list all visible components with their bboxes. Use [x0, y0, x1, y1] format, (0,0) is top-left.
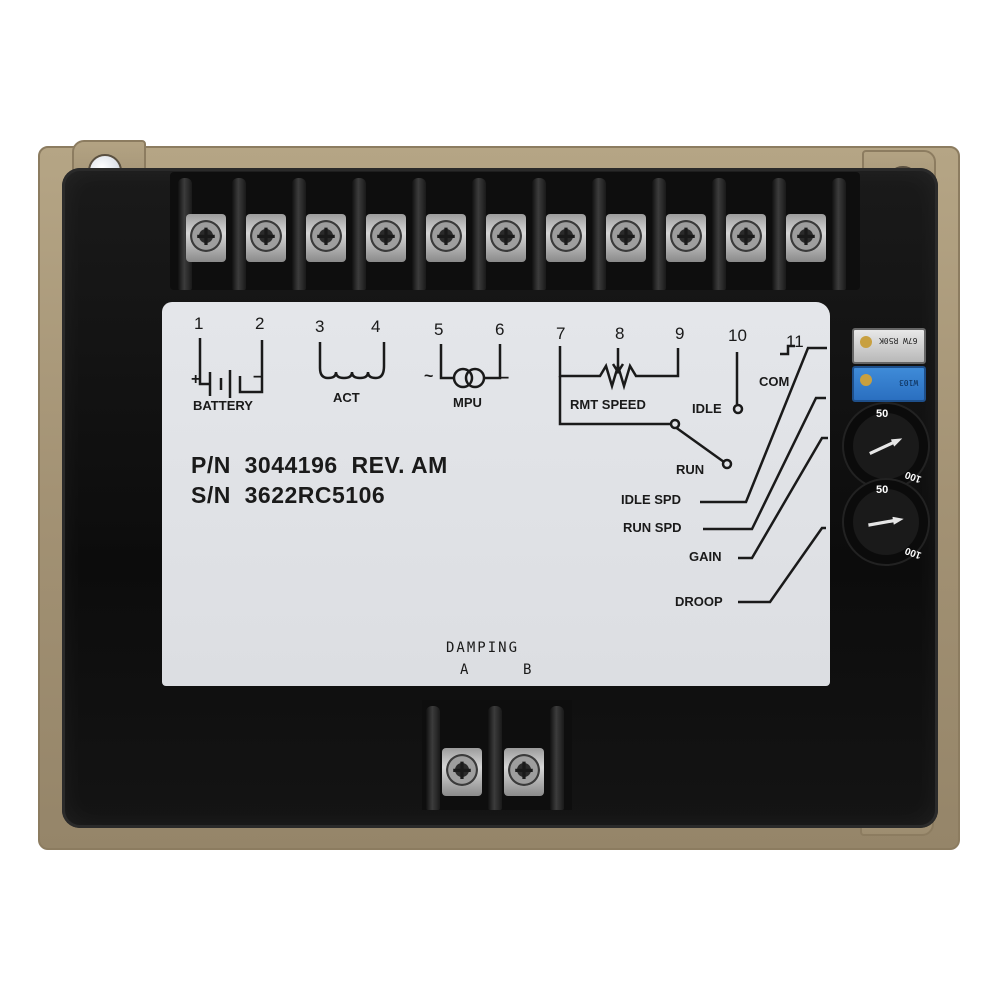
terminal-divider [652, 178, 666, 290]
run-spd-leader-line [703, 396, 826, 531]
terminal-screw-5[interactable] [426, 214, 466, 262]
terminal-number-10: 10 [728, 326, 747, 345]
idle-spd-leader-line [700, 346, 827, 504]
damping-screw-a[interactable] [442, 748, 482, 796]
terminal-number-5: 5 [434, 320, 444, 339]
com-label: COM [759, 374, 790, 389]
terminal-number-1: 1 [194, 314, 204, 333]
terminal-number-6: 6 [495, 320, 505, 339]
pot-marking: W103 [898, 378, 918, 387]
terminal-divider [232, 178, 246, 290]
act-label: ACT [333, 390, 360, 405]
terminal-divider [550, 706, 564, 810]
droop-leader-line [738, 526, 826, 604]
mpu-minus-sign: − [500, 370, 510, 387]
terminal-screw-10[interactable] [726, 214, 766, 262]
damping-label: DAMPING [446, 640, 520, 656]
serial-number: 3622RC5106 [244, 482, 386, 508]
mpu-coil-icon [452, 367, 474, 389]
run-spd-label: RUN SPD [623, 520, 682, 535]
dial-label-50: 50 [876, 408, 889, 420]
terminal-screw-9[interactable] [666, 214, 706, 262]
droop-dial[interactable]: 50 100 [842, 478, 930, 566]
dial-pointer-icon [868, 435, 904, 457]
terminal-number-3: 3 [315, 317, 325, 336]
terminal-screw-11[interactable] [786, 214, 826, 262]
run-speed-trim-pot[interactable]: W103 [852, 366, 926, 402]
idle-label: IDLE [692, 401, 722, 416]
part-number: 3044196 [244, 452, 338, 478]
mpu-label: MPU [453, 395, 482, 410]
terminal-divider [292, 178, 306, 290]
damping-b-label: B [523, 662, 534, 678]
terminal-number-2: 2 [255, 314, 265, 333]
mpu-lines-icon [439, 344, 502, 380]
serial-number-line: S/N 3622RC5106 [191, 482, 385, 509]
gain-leader-line [738, 436, 828, 560]
terminal-screw-4[interactable] [366, 214, 406, 262]
terminal-divider [712, 178, 726, 290]
idle-spd-label: IDLE SPD [621, 492, 681, 507]
terminal-strip [170, 172, 860, 290]
terminal-divider [532, 178, 546, 290]
terminal-screw-8[interactable] [606, 214, 646, 262]
terminal-screw-3[interactable] [306, 214, 346, 262]
terminal-screw-7[interactable] [546, 214, 586, 262]
terminal-divider [352, 178, 366, 290]
terminal-divider [472, 178, 486, 290]
terminal-number-9: 9 [675, 324, 685, 343]
terminal-number-8: 8 [615, 324, 625, 343]
terminal-divider [412, 178, 426, 290]
part-number-line: P/N 3044196 REV. AM [191, 452, 448, 479]
terminal-divider [488, 706, 502, 810]
battery-label: BATTERY [193, 398, 253, 413]
terminal-number-7: 7 [556, 324, 566, 343]
battery-plus-sign: + [191, 371, 201, 388]
battery-minus-sign: − [253, 369, 263, 386]
com-line-icon [780, 344, 795, 356]
gain-label: GAIN [689, 549, 722, 564]
part-number-prefix: P/N [191, 452, 231, 478]
run-switch-line-icon [558, 376, 725, 464]
battery-symbol-icon [198, 338, 264, 398]
trim-screw-icon [860, 336, 872, 348]
terminal-divider [592, 178, 606, 290]
droop-label: DROOP [675, 594, 723, 609]
damping-a-label: A [460, 662, 471, 678]
trim-screw-icon [860, 374, 872, 386]
run-label: RUN [676, 462, 705, 477]
dial-label-50: 50 [876, 484, 889, 496]
rmt-speed-label: RMT SPEED [570, 397, 646, 412]
revision: REV. AM [351, 452, 448, 478]
terminal-number-4: 4 [371, 317, 381, 336]
wiring-label [162, 302, 830, 686]
terminal-divider [772, 178, 786, 290]
damping-screw-b[interactable] [504, 748, 544, 796]
terminal-divider [178, 178, 192, 290]
serial-number-prefix: S/N [191, 482, 231, 508]
terminal-divider [832, 178, 846, 290]
gain-dial[interactable]: 50 100 [842, 402, 930, 490]
act-coil-icon [318, 342, 386, 380]
damping-terminal-strip [422, 700, 572, 810]
terminal-screw-6[interactable] [486, 214, 526, 262]
dial-pointer-icon [868, 515, 905, 529]
pot-marking: 67W R50K [879, 336, 918, 345]
terminal-screw-1[interactable] [186, 214, 226, 262]
idle-speed-trim-pot[interactable]: 67W R50K [852, 328, 926, 364]
terminal-divider [426, 706, 440, 810]
terminal-screw-2[interactable] [246, 214, 286, 262]
mpu-tilde-sign: ~ [424, 368, 434, 385]
